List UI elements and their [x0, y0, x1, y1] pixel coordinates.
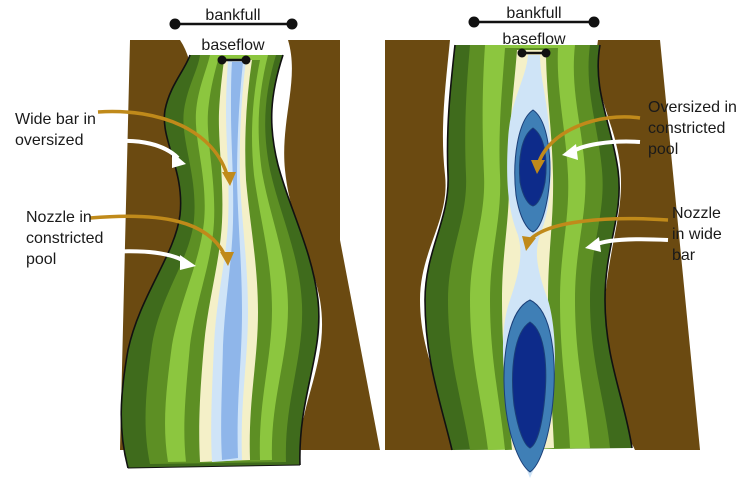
left-bankfull-dot-left	[170, 19, 181, 30]
right-annotation-nozzle-text: Nozzle in wide bar	[672, 205, 722, 264]
ann-l1-line-1: constricted	[26, 230, 103, 247]
ann-r1-line-2: bar	[672, 247, 696, 264]
right-bankfull-dot-left	[469, 17, 480, 28]
left-channel-diagram	[70, 40, 380, 491]
left-baseflow-dot-left	[218, 56, 227, 65]
right-annotation-oversized-text: Oversized in constricted pool	[648, 99, 737, 158]
right-baseflow-dot-left	[518, 49, 527, 58]
ann-l0-line-0: Wide bar in	[15, 111, 96, 128]
ann-r0-line-1: constricted	[648, 120, 725, 137]
left-baseflow-label: baseflow	[201, 37, 265, 54]
ann-r1-line-0: Nozzle	[672, 205, 721, 222]
left-bankfull-dot-right	[287, 19, 298, 30]
left-annotation-nozzle-text: Nozzle in constricted pool	[26, 209, 103, 268]
left-annotation-wide-bar-text: Wide bar in oversized	[15, 111, 96, 149]
right-bankfull-label: bankfull	[506, 5, 561, 22]
ann-r0-line-0: Oversized in	[648, 99, 737, 116]
ann-l1-line-0: Nozzle in	[26, 209, 92, 226]
right-baseflow-dot-right	[542, 49, 551, 58]
right-baseflow-label: baseflow	[502, 31, 566, 48]
ann-l1-line-2: pool	[26, 251, 56, 268]
ann-r1-line-1: in wide	[672, 226, 722, 243]
left-baseflow-dot-right	[242, 56, 251, 65]
right-bankfull-dot-right	[589, 17, 600, 28]
ann-l0-line-1: oversized	[15, 132, 83, 149]
ann-r0-line-2: pool	[648, 141, 678, 158]
left-bankfull-label: bankfull	[205, 7, 260, 24]
